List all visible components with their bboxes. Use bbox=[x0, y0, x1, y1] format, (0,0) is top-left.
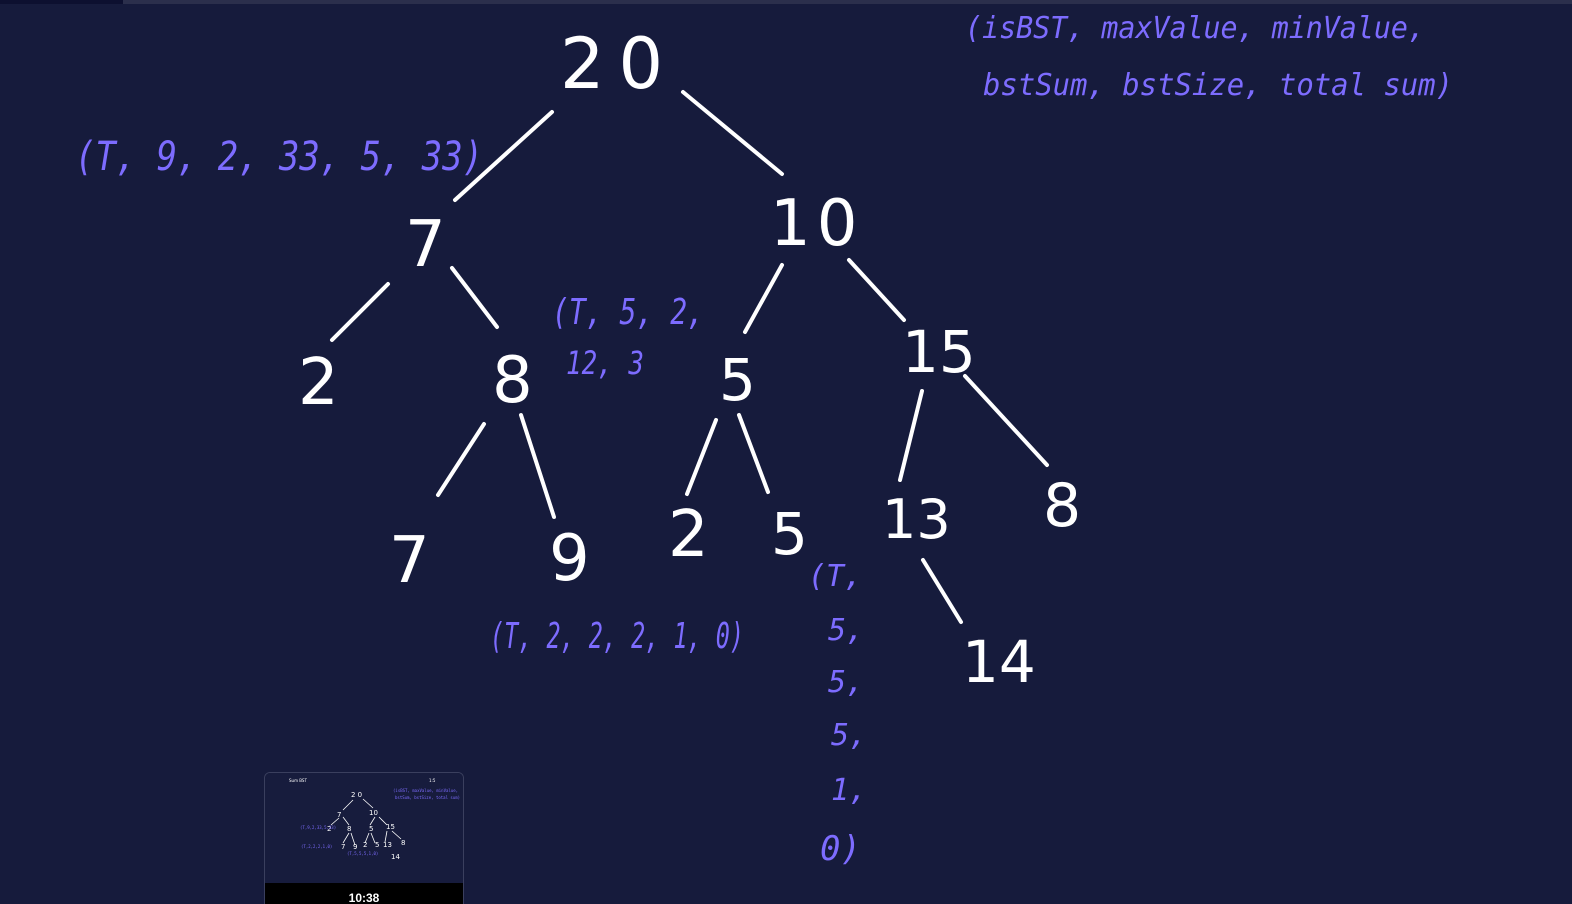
svg-text:(isBST, maxValue, minValue,: (isBST, maxValue, minValue, bbox=[393, 788, 458, 793]
svg-text:8: 8 bbox=[401, 839, 405, 847]
svg-text:1:5: 1:5 bbox=[429, 778, 436, 783]
node-2: 2 bbox=[298, 346, 339, 420]
svg-text:7: 7 bbox=[337, 811, 341, 819]
svg-text:2 0: 2 0 bbox=[351, 791, 362, 799]
video-progress-track[interactable] bbox=[0, 0, 1572, 4]
node-9: 9 bbox=[549, 522, 590, 596]
edge-10-5 bbox=[743, 263, 784, 334]
node-5: 5 bbox=[719, 346, 756, 414]
edge-8-7 bbox=[436, 422, 486, 497]
video-progress-fill bbox=[0, 0, 123, 4]
node-8-leaf: 8 bbox=[1043, 471, 1081, 541]
thumbnail-image: 2 0 7 10 2 8 5 15 7 9 2 5 13 8 14 (isBST… bbox=[265, 773, 463, 883]
svg-text:(T,2,2,2,1,0): (T,2,2,2,1,0) bbox=[301, 844, 332, 849]
edge-10-15 bbox=[847, 258, 906, 322]
edge-7-8 bbox=[450, 266, 499, 329]
video-preview-thumbnail[interactable]: 2 0 7 10 2 8 5 15 7 9 2 5 13 8 14 (isBST… bbox=[265, 773, 463, 904]
node-7: 7 bbox=[405, 208, 446, 282]
thumbnail-tree-miniature: 2 0 7 10 2 8 5 15 7 9 2 5 13 8 14 (isBST… bbox=[289, 778, 460, 861]
annotation-vertical-item: 1, bbox=[831, 773, 867, 808]
node-8: 8 bbox=[492, 344, 533, 418]
legend-line-2: bstSum, bstSize, total sum) bbox=[983, 68, 1453, 103]
edge-20-10 bbox=[681, 90, 784, 176]
edge-5-2 bbox=[685, 418, 718, 496]
annotation-vertical-item: 5, bbox=[828, 665, 864, 700]
svg-text:10: 10 bbox=[369, 809, 378, 817]
node-13: 13 bbox=[882, 488, 951, 551]
svg-text:5: 5 bbox=[375, 841, 379, 849]
annotation-node-8-line-1: (T, 5, 2, bbox=[552, 292, 704, 333]
svg-text:14: 14 bbox=[391, 853, 400, 861]
edge-15-8 bbox=[963, 374, 1049, 467]
svg-text:5: 5 bbox=[369, 825, 373, 833]
thumbnail-time-bar bbox=[265, 883, 463, 904]
annotation-node-5-vertical: (T, 5, 5, 5, 1, 0) bbox=[808, 559, 867, 869]
node-20: 20 bbox=[560, 23, 677, 105]
legend-line-1: (isBST, maxValue, minValue, bbox=[965, 11, 1425, 46]
svg-text:7: 7 bbox=[341, 843, 345, 851]
node-15: 15 bbox=[902, 318, 976, 386]
edge-15-13 bbox=[898, 389, 924, 482]
svg-text:9: 9 bbox=[353, 843, 357, 851]
node-10: 10 bbox=[770, 187, 863, 261]
edge-7-2 bbox=[330, 282, 390, 342]
thumbnail-timestamp: 10:38 bbox=[348, 891, 380, 904]
svg-text:2: 2 bbox=[327, 825, 331, 833]
svg-text:(T,9,2,33,5,33): (T,9,2,33,5,33) bbox=[300, 825, 336, 830]
annotation-left-subtree: (T, 9, 2, 33, 5, 33) bbox=[75, 134, 483, 180]
annotation-vertical-item: 5, bbox=[828, 613, 864, 648]
annotation-node-9: (T, 2, 2, 2, 1, 0) bbox=[490, 616, 744, 657]
svg-text:15: 15 bbox=[386, 823, 395, 831]
svg-text:(T,5,5,5,1,0): (T,5,5,5,1,0) bbox=[347, 851, 378, 856]
edge-13-14 bbox=[921, 558, 963, 624]
annotation-vertical-item: 5, bbox=[831, 718, 867, 753]
node-14: 14 bbox=[962, 628, 1036, 696]
svg-text:Sum BST: Sum BST bbox=[289, 778, 307, 783]
svg-text:8: 8 bbox=[347, 825, 351, 833]
svg-text:2: 2 bbox=[363, 841, 367, 849]
svg-text:13: 13 bbox=[383, 841, 392, 849]
node-5-leaf: 5 bbox=[771, 500, 808, 568]
annotation-vertical-item: 0) bbox=[820, 829, 861, 869]
edge-5-5 bbox=[737, 413, 770, 494]
node-7-leaf: 7 bbox=[389, 524, 430, 598]
annotation-vertical-item: (T, bbox=[808, 559, 862, 594]
edge-20-7 bbox=[453, 110, 554, 202]
node-2-leaf: 2 bbox=[668, 498, 709, 572]
svg-text:bstSum, bstSize, total sum): bstSum, bstSize, total sum) bbox=[395, 795, 460, 800]
annotation-node-8-line-2: 12, 3 bbox=[566, 344, 644, 382]
edge-8-9 bbox=[519, 413, 556, 519]
